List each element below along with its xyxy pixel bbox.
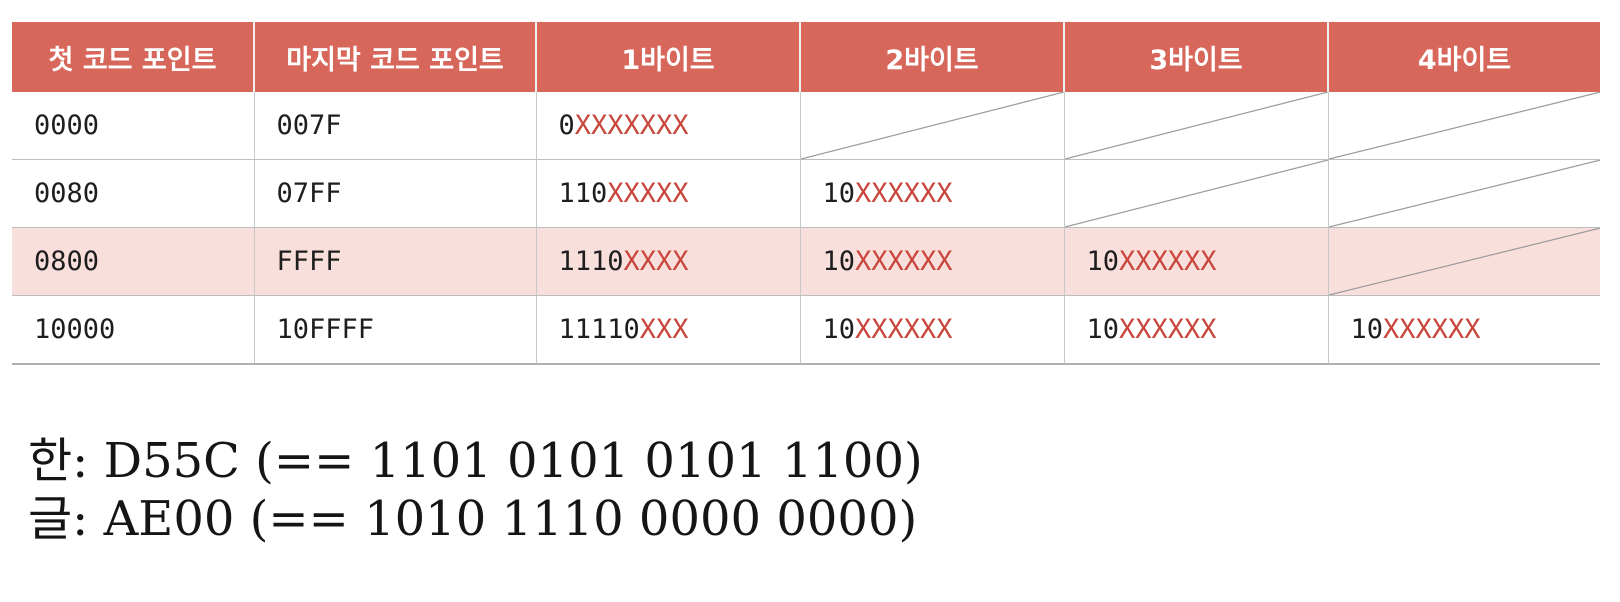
byte-cell: 11110XXX: [535, 295, 800, 365]
payload-bits: XXXXXX: [855, 246, 953, 277]
fixed-bits: 10: [822, 178, 856, 209]
last-code-point-cell: 07FF: [253, 159, 536, 228]
example-char: 글: [28, 491, 73, 547]
empty-byte-cell: [1327, 92, 1601, 160]
fixed-bits: 110: [558, 178, 608, 209]
payload-bits: XXXXXX: [1119, 246, 1217, 277]
payload-bits: XXXXXX: [1383, 314, 1481, 345]
payload-bits: XXXXXX: [1119, 314, 1217, 345]
example-code-point: D55C: [103, 433, 240, 489]
example-close-paren: ): [904, 433, 923, 489]
empty-cell-diagonal: [1065, 92, 1328, 159]
payload-bits: XXXX: [623, 246, 689, 277]
encoding-examples: 한: D55C (== 1101 0101 0101 1100) 글: AE00…: [28, 432, 923, 548]
byte-cell: 10XXXXXX: [1063, 295, 1328, 365]
example-separator: :: [72, 491, 104, 547]
example-code-point: AE00: [103, 491, 235, 547]
empty-cell-diagonal: [1329, 228, 1601, 295]
empty-byte-cell: [1327, 159, 1601, 228]
first-code-point-cell: 10000: [12, 295, 254, 365]
fixed-bits: 0: [558, 110, 575, 141]
example-binary: 1101 0101 0101 1100: [369, 433, 904, 489]
payload-bits: XXX: [639, 314, 689, 345]
header-byte-3: 3바이트: [1063, 22, 1328, 92]
example-equals: (==: [234, 491, 365, 547]
empty-byte-cell: [799, 92, 1064, 160]
empty-byte-cell: [1063, 159, 1328, 228]
empty-cell-diagonal: [1329, 160, 1601, 227]
fixed-bits: 1110: [558, 246, 624, 277]
fixed-bits: 10: [1086, 314, 1120, 345]
empty-cell-diagonal: [801, 92, 1064, 159]
byte-cell: 1110XXXX: [535, 227, 800, 296]
empty-byte-cell: [1063, 92, 1328, 160]
fixed-bits: 10: [822, 314, 856, 345]
empty-byte-cell: [1327, 227, 1601, 296]
last-code-point-cell: FFFF: [253, 227, 536, 296]
header-byte-1: 1바이트: [535, 22, 800, 92]
example-line: 글: AE00 (== 1010 1110 0000 0000): [28, 490, 923, 548]
header-byte-2: 2바이트: [799, 22, 1064, 92]
byte-cell: 0XXXXXXX: [535, 92, 800, 160]
example-char: 한: [28, 433, 73, 489]
first-code-point-cell: 0080: [12, 159, 254, 228]
utf8-encoding-table: 첫 코드 포인트 마지막 코드 포인트 1바이트 2바이트 3바이트 4바이트 …: [12, 22, 1600, 365]
byte-cell: 10XXXXXX: [799, 295, 1064, 365]
byte-cell: 10XXXXXX: [1327, 295, 1600, 365]
first-code-point-cell: 0800: [12, 227, 254, 296]
last-code-point-cell: 007F: [253, 92, 536, 160]
empty-cell-diagonal: [1065, 160, 1328, 227]
payload-bits: XXXXXX: [855, 314, 953, 345]
byte-cell: 110XXXXX: [535, 159, 800, 228]
example-close-paren: ): [898, 491, 918, 547]
payload-bits: XXXXXXX: [574, 110, 689, 141]
table-row: 0080 07FF 110XXXXX 10XXXXXX: [12, 159, 1601, 228]
fixed-bits: 10: [1350, 314, 1384, 345]
example-equals: (==: [239, 433, 370, 489]
byte-cell: 10XXXXXX: [799, 159, 1064, 228]
last-code-point-cell: 10FFFF: [253, 295, 536, 365]
byte-cell: 10XXXXXX: [1063, 227, 1328, 296]
empty-cell-diagonal: [1329, 92, 1601, 159]
table-row: 0000 007F 0XXXXXXX: [12, 92, 1600, 160]
example-separator: :: [72, 433, 104, 489]
header-byte-4: 4바이트: [1327, 22, 1600, 92]
fixed-bits: 10: [822, 246, 856, 277]
example-binary: 1010 1110 0000 0000: [364, 491, 899, 547]
fixed-bits: 11110: [558, 314, 640, 345]
byte-cell: 10XXXXXX: [799, 227, 1064, 296]
table-row-highlighted: 0800 FFFF 1110XXXX 10XXXXXX 10XXXXXX: [12, 227, 1601, 296]
table-header-row: 첫 코드 포인트 마지막 코드 포인트 1바이트 2바이트 3바이트 4바이트: [12, 22, 1600, 92]
payload-bits: XXXXXX: [855, 178, 953, 209]
table-row: 10000 10FFFF 11110XXX 10XXXXXX 10XXXXXX …: [12, 295, 1600, 365]
header-last-code-point: 마지막 코드 포인트: [253, 22, 536, 92]
header-first-code-point: 첫 코드 포인트: [12, 22, 254, 92]
example-line: 한: D55C (== 1101 0101 0101 1100): [28, 432, 923, 490]
payload-bits: XXXXX: [607, 178, 689, 209]
first-code-point-cell: 0000: [12, 92, 254, 160]
fixed-bits: 10: [1086, 246, 1120, 277]
